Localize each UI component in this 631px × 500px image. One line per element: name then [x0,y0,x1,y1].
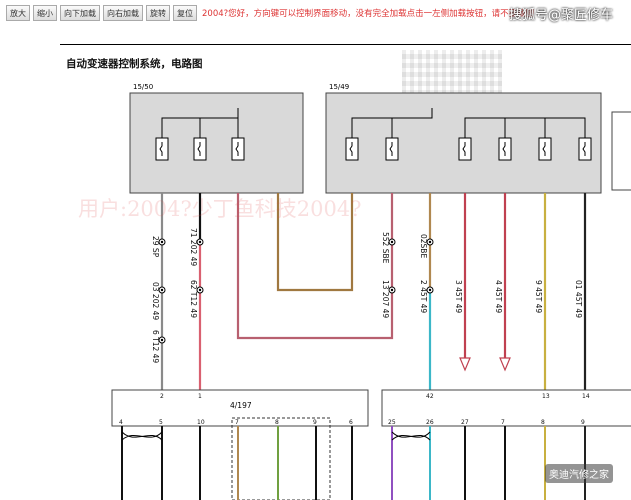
wire-label: 29 SP [151,236,160,258]
fuse-icon [498,137,512,161]
wire-label: 3 45T 49 [454,280,463,313]
wire-label: 13 207 49 [381,280,390,318]
pin-number: 42 [426,393,434,400]
pin-number: 8 [275,419,279,426]
fuse-icon [385,137,399,161]
pin-number: 7 [501,419,505,426]
load-right-button[interactable]: 向右加载 [103,5,143,21]
pin-number: 25 [388,419,396,426]
partial-box [611,111,631,191]
wire-label: 62 T12 49 [189,280,198,318]
reset-button[interactable]: 复位 [173,5,197,21]
load-down-button[interactable]: 向下加载 [60,5,100,21]
pin-number: 2 [160,393,164,400]
wire-label: 2 45T 49 [419,280,428,313]
fuse-icon [578,137,592,161]
brand-watermark: 搜狐号@聚匠修车 [508,8,613,23]
fuse-icon [345,137,359,161]
fuse-icon [538,137,552,161]
pin-number: 10 [197,419,205,426]
rotate-button[interactable]: 旋转 [146,5,170,21]
pin-number: 27 [461,419,469,426]
pin-number: 26 [426,419,434,426]
wire-label: 03 202 49 [151,282,160,320]
pin-number: 9 [313,419,317,426]
wire-label: 9 45T 49 [534,280,543,313]
pin-number: 8 [541,419,545,426]
zoom-out-button[interactable]: 缩小 [33,5,57,21]
notice-text: 2004?您好，方向键可以控制界面移动，没有完全加载点击一左侧加载按钮，请不要截… [202,9,535,19]
toolbar: 放大 缩小 向下加载 向右加载 旋转 复位 2004?您好，方向键可以控制界面移… [0,0,631,26]
fuse-icon [231,137,245,161]
fuse-icon [155,137,169,161]
wire-label: 02SBE [419,234,428,258]
diagram-title: 自动变速器控制系统，电路图 [66,58,203,70]
pin-number: 4 [119,419,123,426]
pin-number: 7 [235,419,239,426]
fuse-icon [458,137,472,161]
pin-number: 1 [198,393,202,400]
pin-number: 14 [582,393,590,400]
pin-number: 13 [542,393,550,400]
divider [60,44,631,45]
fuse-box-right-label: 15/49 [329,83,349,91]
pin-number: 6 [349,419,353,426]
pin-number: 9 [581,419,585,426]
fuse-icon [193,137,207,161]
zoom-in-button[interactable]: 放大 [6,5,30,21]
pin-number: 5 [159,419,163,426]
fuse-box-left-label: 15/50 [133,83,153,91]
wire-label: 552 SBE [381,232,390,264]
connector-label: 4/197 [230,401,252,410]
connector-left [111,389,369,427]
user-watermark: 用户:2004?少丁鱼科技2004? [78,197,362,221]
wire-label: 71 202 49 [189,228,198,266]
logo-watermark: 奥迪汽修之家 [545,464,613,483]
wire-label: 01 45T 49 [574,280,583,318]
wire-label: 4 45T 49 [494,280,503,313]
connector-right [381,389,631,427]
wire-label: 6 T12 49 [151,330,160,363]
